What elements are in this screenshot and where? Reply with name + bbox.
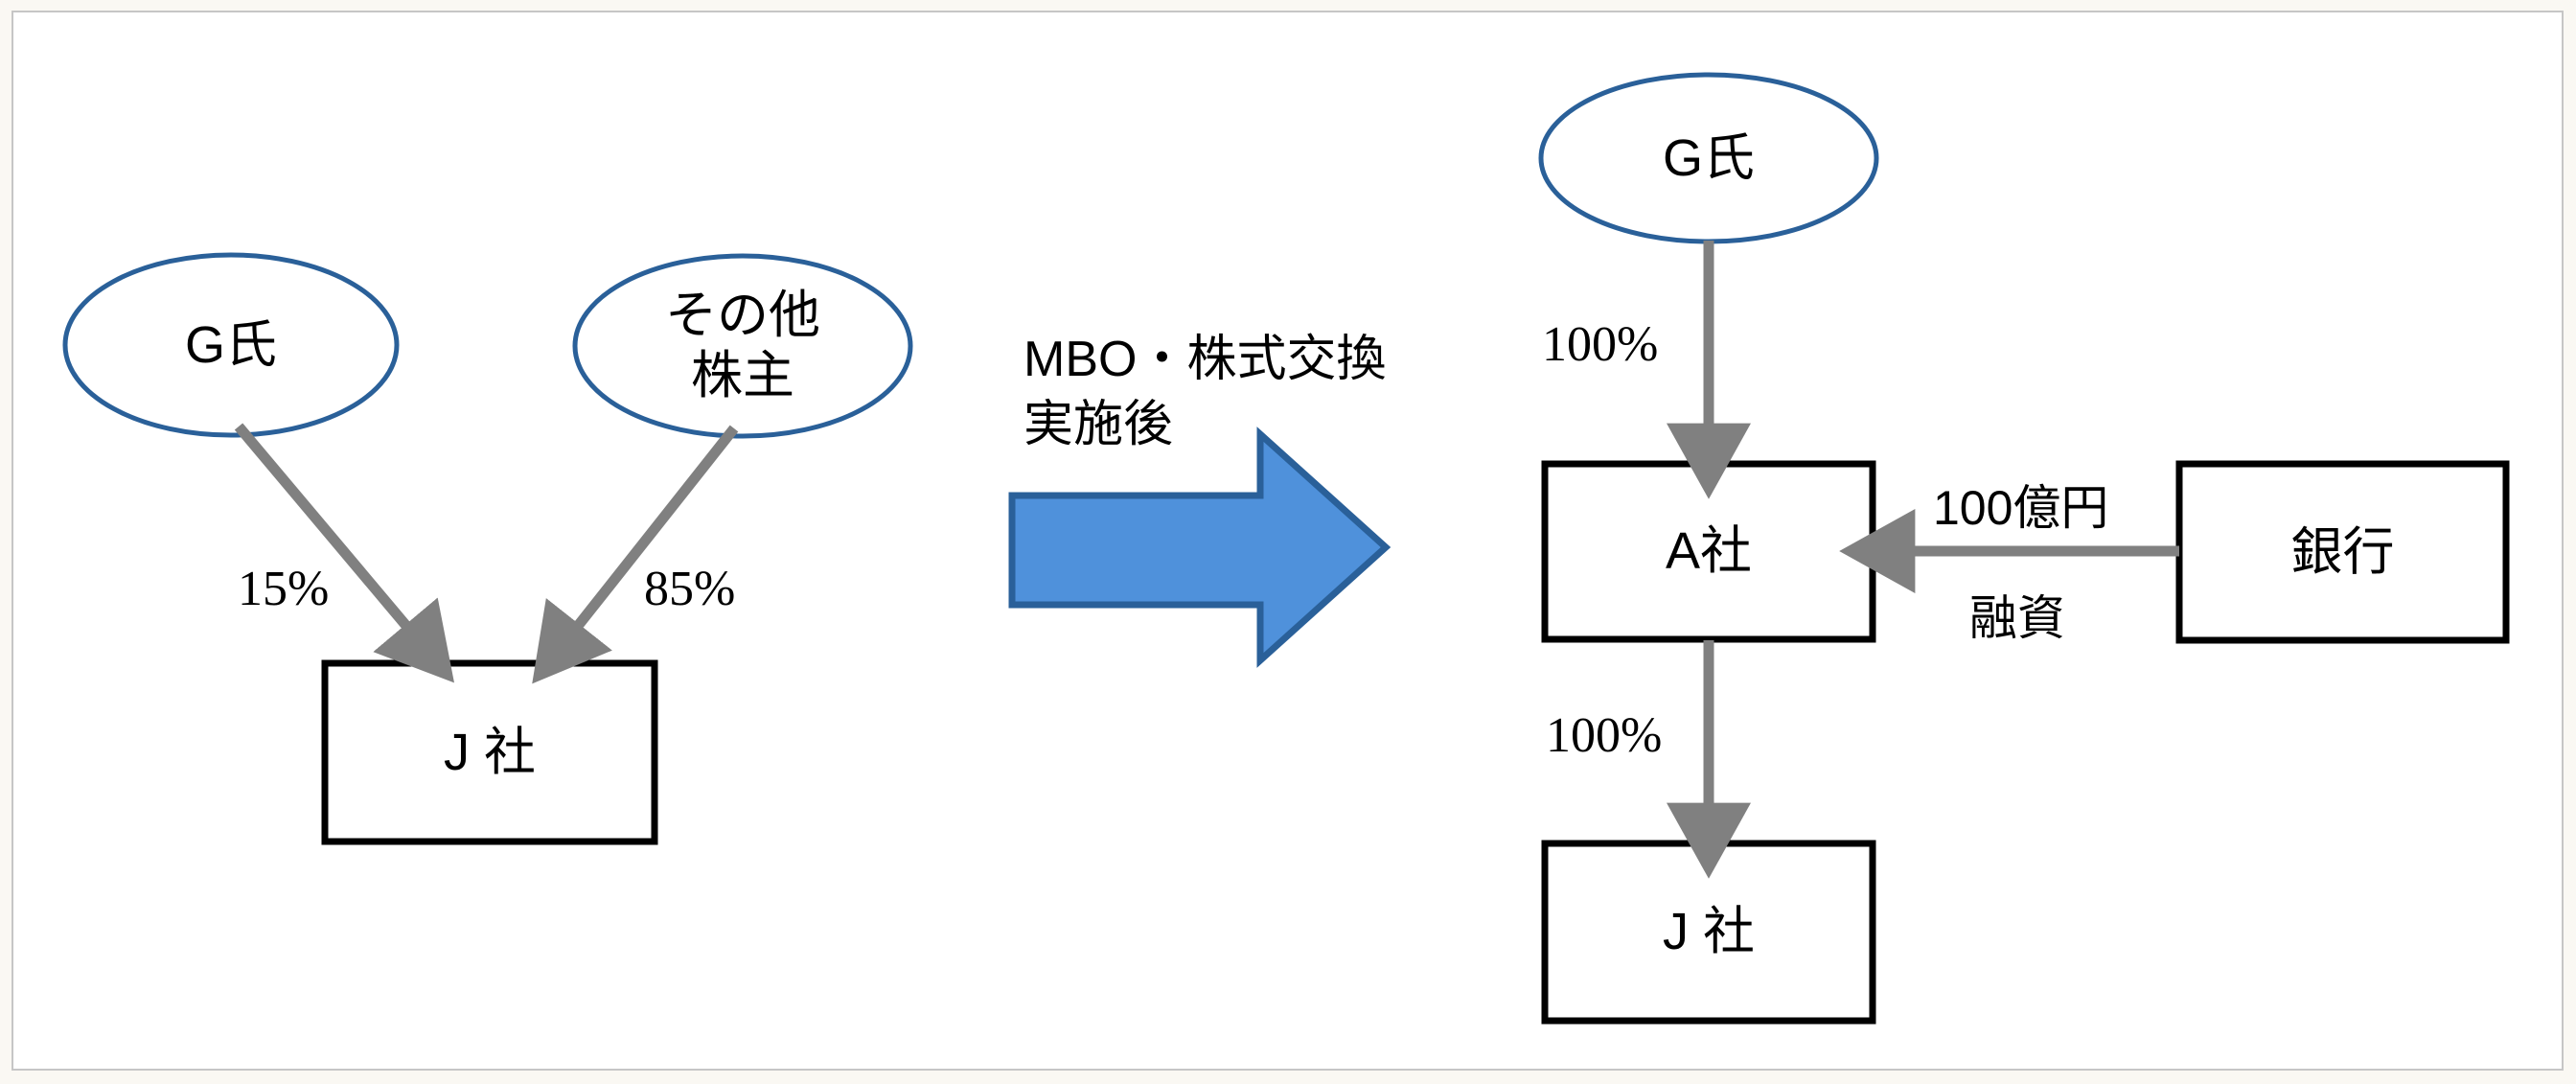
label-pct-a-to-j-after: 100% (1546, 708, 1663, 763)
label-pct-g-to-a-after: 100% (1542, 317, 1659, 372)
label-amount-bank-to-a: 100億円 (1933, 481, 2109, 535)
diagram-frame (12, 11, 2564, 1071)
label-pct-other-to-j-before: 85% (644, 562, 736, 616)
caption-transition: MBO・株式交換 実施後 (1024, 332, 1387, 452)
label-kind-bank-to-a: 融資 (1969, 591, 2065, 645)
label-pct-g-to-j-before: 15% (238, 562, 330, 616)
